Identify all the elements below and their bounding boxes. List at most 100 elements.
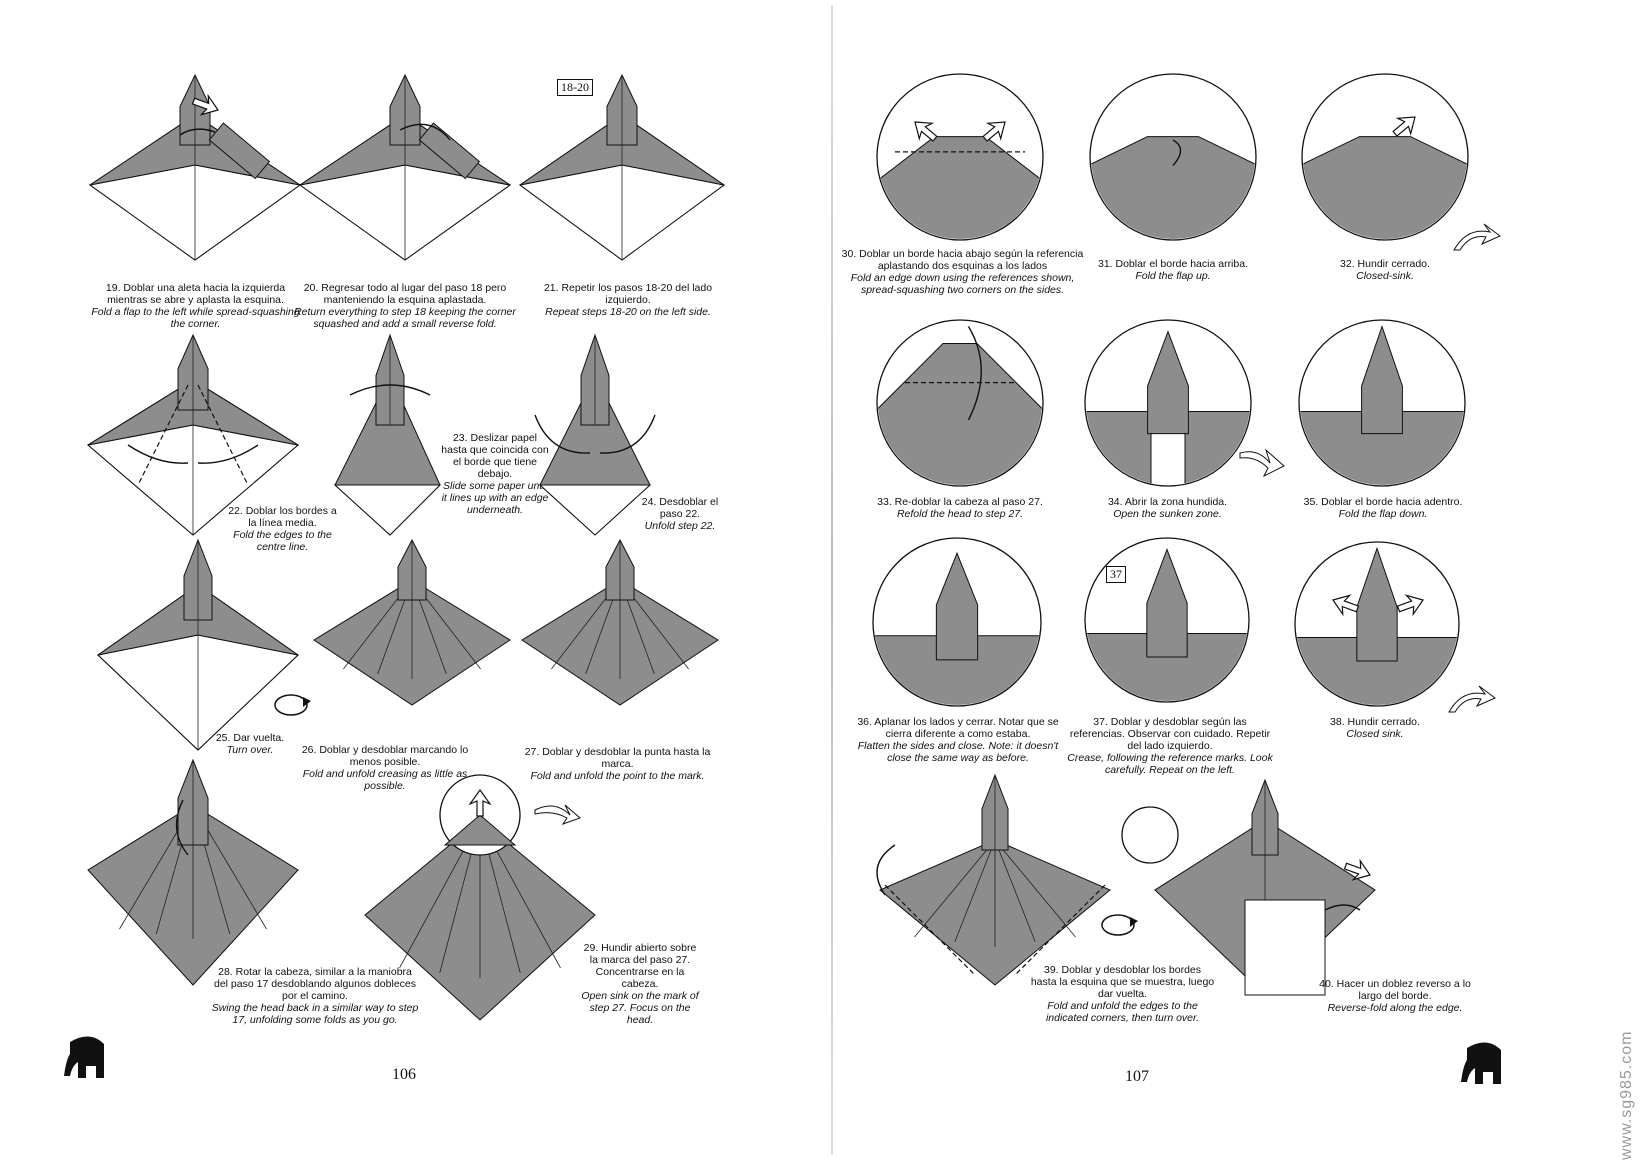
zoom-arrow-icon [534, 804, 581, 825]
push-arrow-icon [1343, 858, 1371, 881]
reference-box: 18-20 [557, 79, 593, 96]
step-diagram [96, 538, 311, 751]
step-23 [330, 333, 450, 536]
turn-over-icon [274, 694, 311, 716]
fold-arrow [349, 384, 431, 396]
step-caption: 28. Rotar la cabeza, similar a la maniob… [210, 966, 420, 1026]
step-caption: 38. Hundir cerrado.Closed sink. [1305, 716, 1445, 740]
step-caption: 20. Regresar todo al lugar del paso 18 p… [285, 282, 525, 330]
push-arrow-icon [191, 93, 219, 116]
zoomed-detail [1086, 548, 1248, 701]
zoomed-detail [1091, 136, 1255, 239]
squash-flap [418, 122, 481, 180]
step-24 [520, 333, 670, 536]
step-diagram [872, 537, 1042, 707]
step-diagram [1294, 541, 1460, 707]
crease-line [954, 839, 996, 943]
step-34 [1083, 318, 1253, 488]
caption-spanish: 40. Hacer un doblez reverso a lo largo d… [1319, 978, 1471, 1002]
step-diagram [1084, 319, 1252, 487]
caption-spanish: 36. Aplanar los lados y cerrar. Notar qu… [857, 716, 1059, 740]
fold-arrow [967, 326, 982, 421]
caption-english: Turn over. [226, 744, 274, 756]
fold-arrow [127, 444, 189, 464]
caption-english: Fold a flap to the left while spread-squ… [91, 306, 300, 330]
step-caption: 33. Re-doblar la cabeza al paso 27.Refol… [860, 496, 1060, 520]
paper-white-face [538, 484, 652, 536]
step-caption: 22. Doblar los bordes a la línea media.F… [225, 505, 340, 553]
caption-english: Fold the edges to the centre line. [233, 529, 332, 553]
caption-spanish: 25. Dar vuelta. [215, 732, 285, 744]
fold-arrow [534, 414, 591, 454]
step-caption: 21. Repetir los pasos 18-20 del lado izq… [528, 282, 728, 318]
step-caption: 29. Hundir abierto sobre la marca del pa… [580, 942, 700, 1026]
caption-spanish: 38. Hundir cerrado. [1330, 716, 1420, 728]
crease-line [914, 839, 996, 938]
step-diagram [1298, 319, 1466, 487]
step-diagram [333, 333, 442, 536]
paper-tip [443, 814, 517, 846]
caption-spanish: 19. Doblar una aleta hacia la izquierda … [105, 282, 286, 306]
caption-spanish: 20. Regresar todo al lugar del paso 18 p… [303, 282, 507, 306]
step-caption: 35. Doblar el borde hacia adentro.Fold t… [1283, 496, 1483, 520]
left-page: 19. Doblar una aleta hacia la izquierda … [0, 0, 820, 1166]
caption-english: Closed sink. [1346, 728, 1404, 740]
caption-english: Fold and unfold creasing as little as po… [302, 768, 468, 792]
book-spine [831, 5, 833, 1155]
zoom-arrow-icon [1239, 448, 1285, 478]
valley-fold-line [137, 384, 189, 486]
caption-english: Crease, following the reference marks. L… [1067, 752, 1273, 776]
step-30 [875, 72, 1045, 242]
zoom-arrow-icon [1453, 223, 1501, 251]
caption-english: Unfold step 22. [644, 520, 716, 532]
caption-spanish: 28. Rotar la cabeza, similar a la maniob… [214, 966, 416, 1002]
step-diagram [313, 538, 511, 706]
fold-arrow [1172, 139, 1182, 166]
push-arrow-icon [468, 788, 492, 817]
zoomed-detail [878, 326, 1042, 485]
step-20 [298, 70, 512, 265]
step-diagram [534, 333, 656, 536]
push-arrow-icon [914, 121, 938, 142]
step-caption: 37. Doblar y desdoblar según las referen… [1065, 716, 1275, 776]
fold-arrow [399, 123, 451, 141]
zoomed-detail [1303, 116, 1467, 239]
caption-english: Flatten the sides and close. Note: it do… [857, 740, 1059, 764]
step-39 [855, 773, 1179, 990]
step-diagram [364, 774, 596, 1021]
caption-english: Slide some paper until it lines up with … [441, 480, 549, 516]
fold-arrow [599, 414, 656, 454]
step-caption: 27. Doblar y desdoblar la punta hasta la… [510, 746, 725, 782]
reference-box: 37 [1106, 566, 1126, 583]
caption-english: Reverse-fold along the edge. [1327, 1002, 1463, 1014]
step-diagram [1154, 778, 1376, 996]
caption-spanish: 31. Doblar el borde hacia arriba. [1097, 258, 1248, 270]
push-arrow-icon [1392, 116, 1416, 137]
step-diagram [86, 333, 300, 536]
zoom-arrow-icon [1448, 685, 1496, 713]
caption-english: Closed-sink. [1356, 270, 1414, 282]
step-caption: 34. Abrir la zona hundida.Open the sunke… [1080, 496, 1255, 520]
step-caption: 26. Doblar y desdoblar marcando lo menos… [300, 744, 470, 792]
valley-fold-line [197, 384, 249, 486]
step-caption: 19. Doblar una aleta hacia la izquierda … [88, 282, 303, 330]
caption-spanish: 39. Doblar y desdoblar los bordes hasta … [1030, 964, 1215, 1000]
caption-spanish: 35. Doblar el borde hacia adentro. [1303, 496, 1463, 508]
crease-line [994, 839, 1036, 943]
caption-spanish: 24. Desdoblar el paso 22. [641, 496, 719, 520]
step-21 [518, 70, 726, 265]
step-caption: 23. Deslizar papel hasta que coincida co… [440, 432, 550, 516]
caption-spanish: 27. Doblar y desdoblar la punta hasta la… [524, 746, 711, 770]
push-arrow-icon [982, 121, 1006, 142]
step-37 [1083, 536, 1251, 704]
caption-english: Refold the head to step 27. [896, 508, 1024, 520]
elephant-logo-icon [64, 1036, 104, 1078]
caption-english: Fold and unfold the edges to the indicat… [1045, 1000, 1200, 1024]
step-diagram [298, 73, 512, 261]
fold-arrow [876, 844, 896, 896]
step-26 [312, 538, 512, 715]
caption-english: Open the sunken zone. [1113, 508, 1222, 520]
caption-english: Fold the flap down. [1338, 508, 1428, 520]
caption-spanish: 23. Deslizar papel hasta que coincida co… [441, 432, 549, 480]
caption-english: Return everything to step 18 keeping the… [294, 306, 516, 330]
